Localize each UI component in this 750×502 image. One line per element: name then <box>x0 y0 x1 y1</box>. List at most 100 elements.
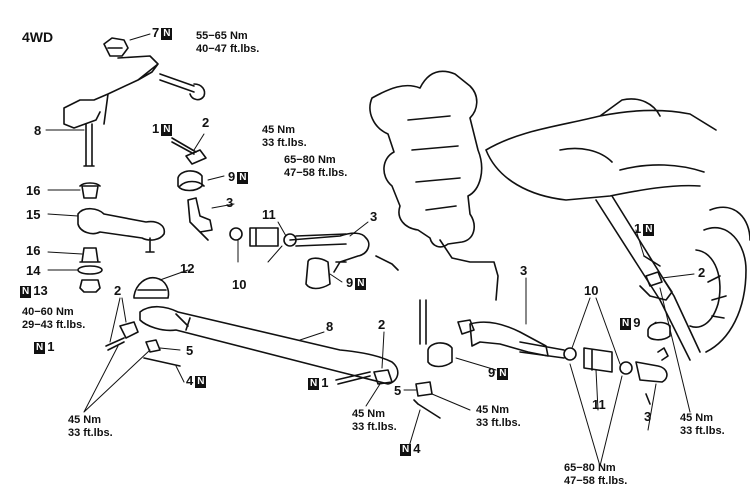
part-label-14: 14 <box>26 263 41 278</box>
clamp-10-upper-right <box>283 233 297 247</box>
part-label-3-lower-right: 3 <box>644 409 652 424</box>
part-label-5-center: 5 <box>394 383 402 398</box>
bolt-4-left <box>143 357 181 367</box>
leader-lines <box>45 33 695 467</box>
new-part-badge: N <box>497 367 509 380</box>
new-part-badge: N <box>20 285 32 298</box>
diagram-title: 4WD <box>22 29 54 45</box>
steering-box-detail <box>407 115 461 211</box>
part-label-10-lower: 10 <box>584 283 599 298</box>
part-label-11-lower: 11 <box>592 397 606 412</box>
part-label-15: 15 <box>26 207 41 222</box>
castle-nut-right <box>645 271 663 287</box>
knuckle-arm <box>639 279 673 301</box>
cotter-pin-upper <box>171 137 197 155</box>
part-label-16-lower: 16 <box>26 243 41 258</box>
bracket-bolt <box>159 73 206 101</box>
part-label-8-bracket: 8 <box>34 123 42 138</box>
clamp-10-upper-left <box>229 227 243 241</box>
new-part-badge: N <box>34 341 46 354</box>
new-part-badge: N <box>355 277 367 290</box>
tie-rod-end-upper-left <box>187 197 213 241</box>
part-label-3-upper-right: 3 <box>370 209 378 224</box>
part-label-3-upper-left: 3 <box>226 195 234 210</box>
part-label-2-right: 2 <box>698 265 706 280</box>
cotter-pin-left <box>105 337 125 351</box>
part-label-12: 12 <box>180 261 195 276</box>
new-part-badge: N <box>400 443 412 456</box>
steering-pitman-link <box>419 299 427 345</box>
new-part-badge: N <box>237 171 249 184</box>
bushing-5-left <box>145 339 161 353</box>
part-label-8-center-link: 8 <box>326 319 334 334</box>
part-label-5-left: 5 <box>186 343 194 358</box>
tie-rod-lower-shaft <box>519 341 565 359</box>
idler-arm-15 <box>77 207 166 253</box>
cotter-pin-right <box>643 255 661 267</box>
nut-7 <box>103 37 129 57</box>
new-part-badge: N <box>620 317 632 330</box>
tie-rod-end-upper-right <box>289 232 399 273</box>
part-label-2-upper: 2 <box>202 115 210 130</box>
dust-boot-9-lower <box>427 342 453 368</box>
bushing-16-upper <box>79 182 101 199</box>
bushing-16-lower <box>79 247 101 263</box>
new-part-badge: N <box>308 377 320 390</box>
center-link-8 <box>139 305 399 385</box>
new-part-badge: N <box>161 123 173 136</box>
part-label-2-center: 2 <box>378 317 386 332</box>
idler-bracket-stud <box>83 123 95 167</box>
frame-strut <box>595 195 701 361</box>
boot-9-center <box>305 257 331 290</box>
castle-nut-lower-center <box>373 369 393 385</box>
steering-gear-box-outline <box>369 70 483 248</box>
bolt-4-center <box>413 399 441 419</box>
bushing-5-center <box>415 381 433 397</box>
clamp-10-lower-right <box>619 361 633 375</box>
tie-rod-end-lower-left <box>457 319 549 357</box>
idler-arm-bracket <box>63 55 159 129</box>
part-label-11-upper: 11 <box>262 207 276 222</box>
nut-13 <box>79 279 101 293</box>
dust-boot-12 <box>133 276 170 299</box>
frame-crossmember-outline <box>485 98 717 201</box>
new-part-badge: N <box>161 27 173 40</box>
clamp-10-lower-left <box>563 347 577 361</box>
new-part-badge: N <box>195 375 207 388</box>
castle-nut-left <box>119 321 139 339</box>
grease-boot-center <box>177 170 203 192</box>
part-label-16-upper: 16 <box>26 183 41 198</box>
pitman-shaft <box>439 239 499 301</box>
washer-14 <box>77 265 103 275</box>
tie-rod-upper-shaft <box>295 233 347 247</box>
adjusting-sleeve-11-upper <box>249 227 279 247</box>
adjusting-sleeve-11-lower <box>583 347 613 373</box>
part-label-2-left: 2 <box>114 283 122 298</box>
new-part-badge: N <box>643 223 655 236</box>
tie-rod-end-lower-right <box>635 347 669 405</box>
dust-boot-9-upper <box>179 180 205 187</box>
center-link-detail <box>175 313 191 331</box>
